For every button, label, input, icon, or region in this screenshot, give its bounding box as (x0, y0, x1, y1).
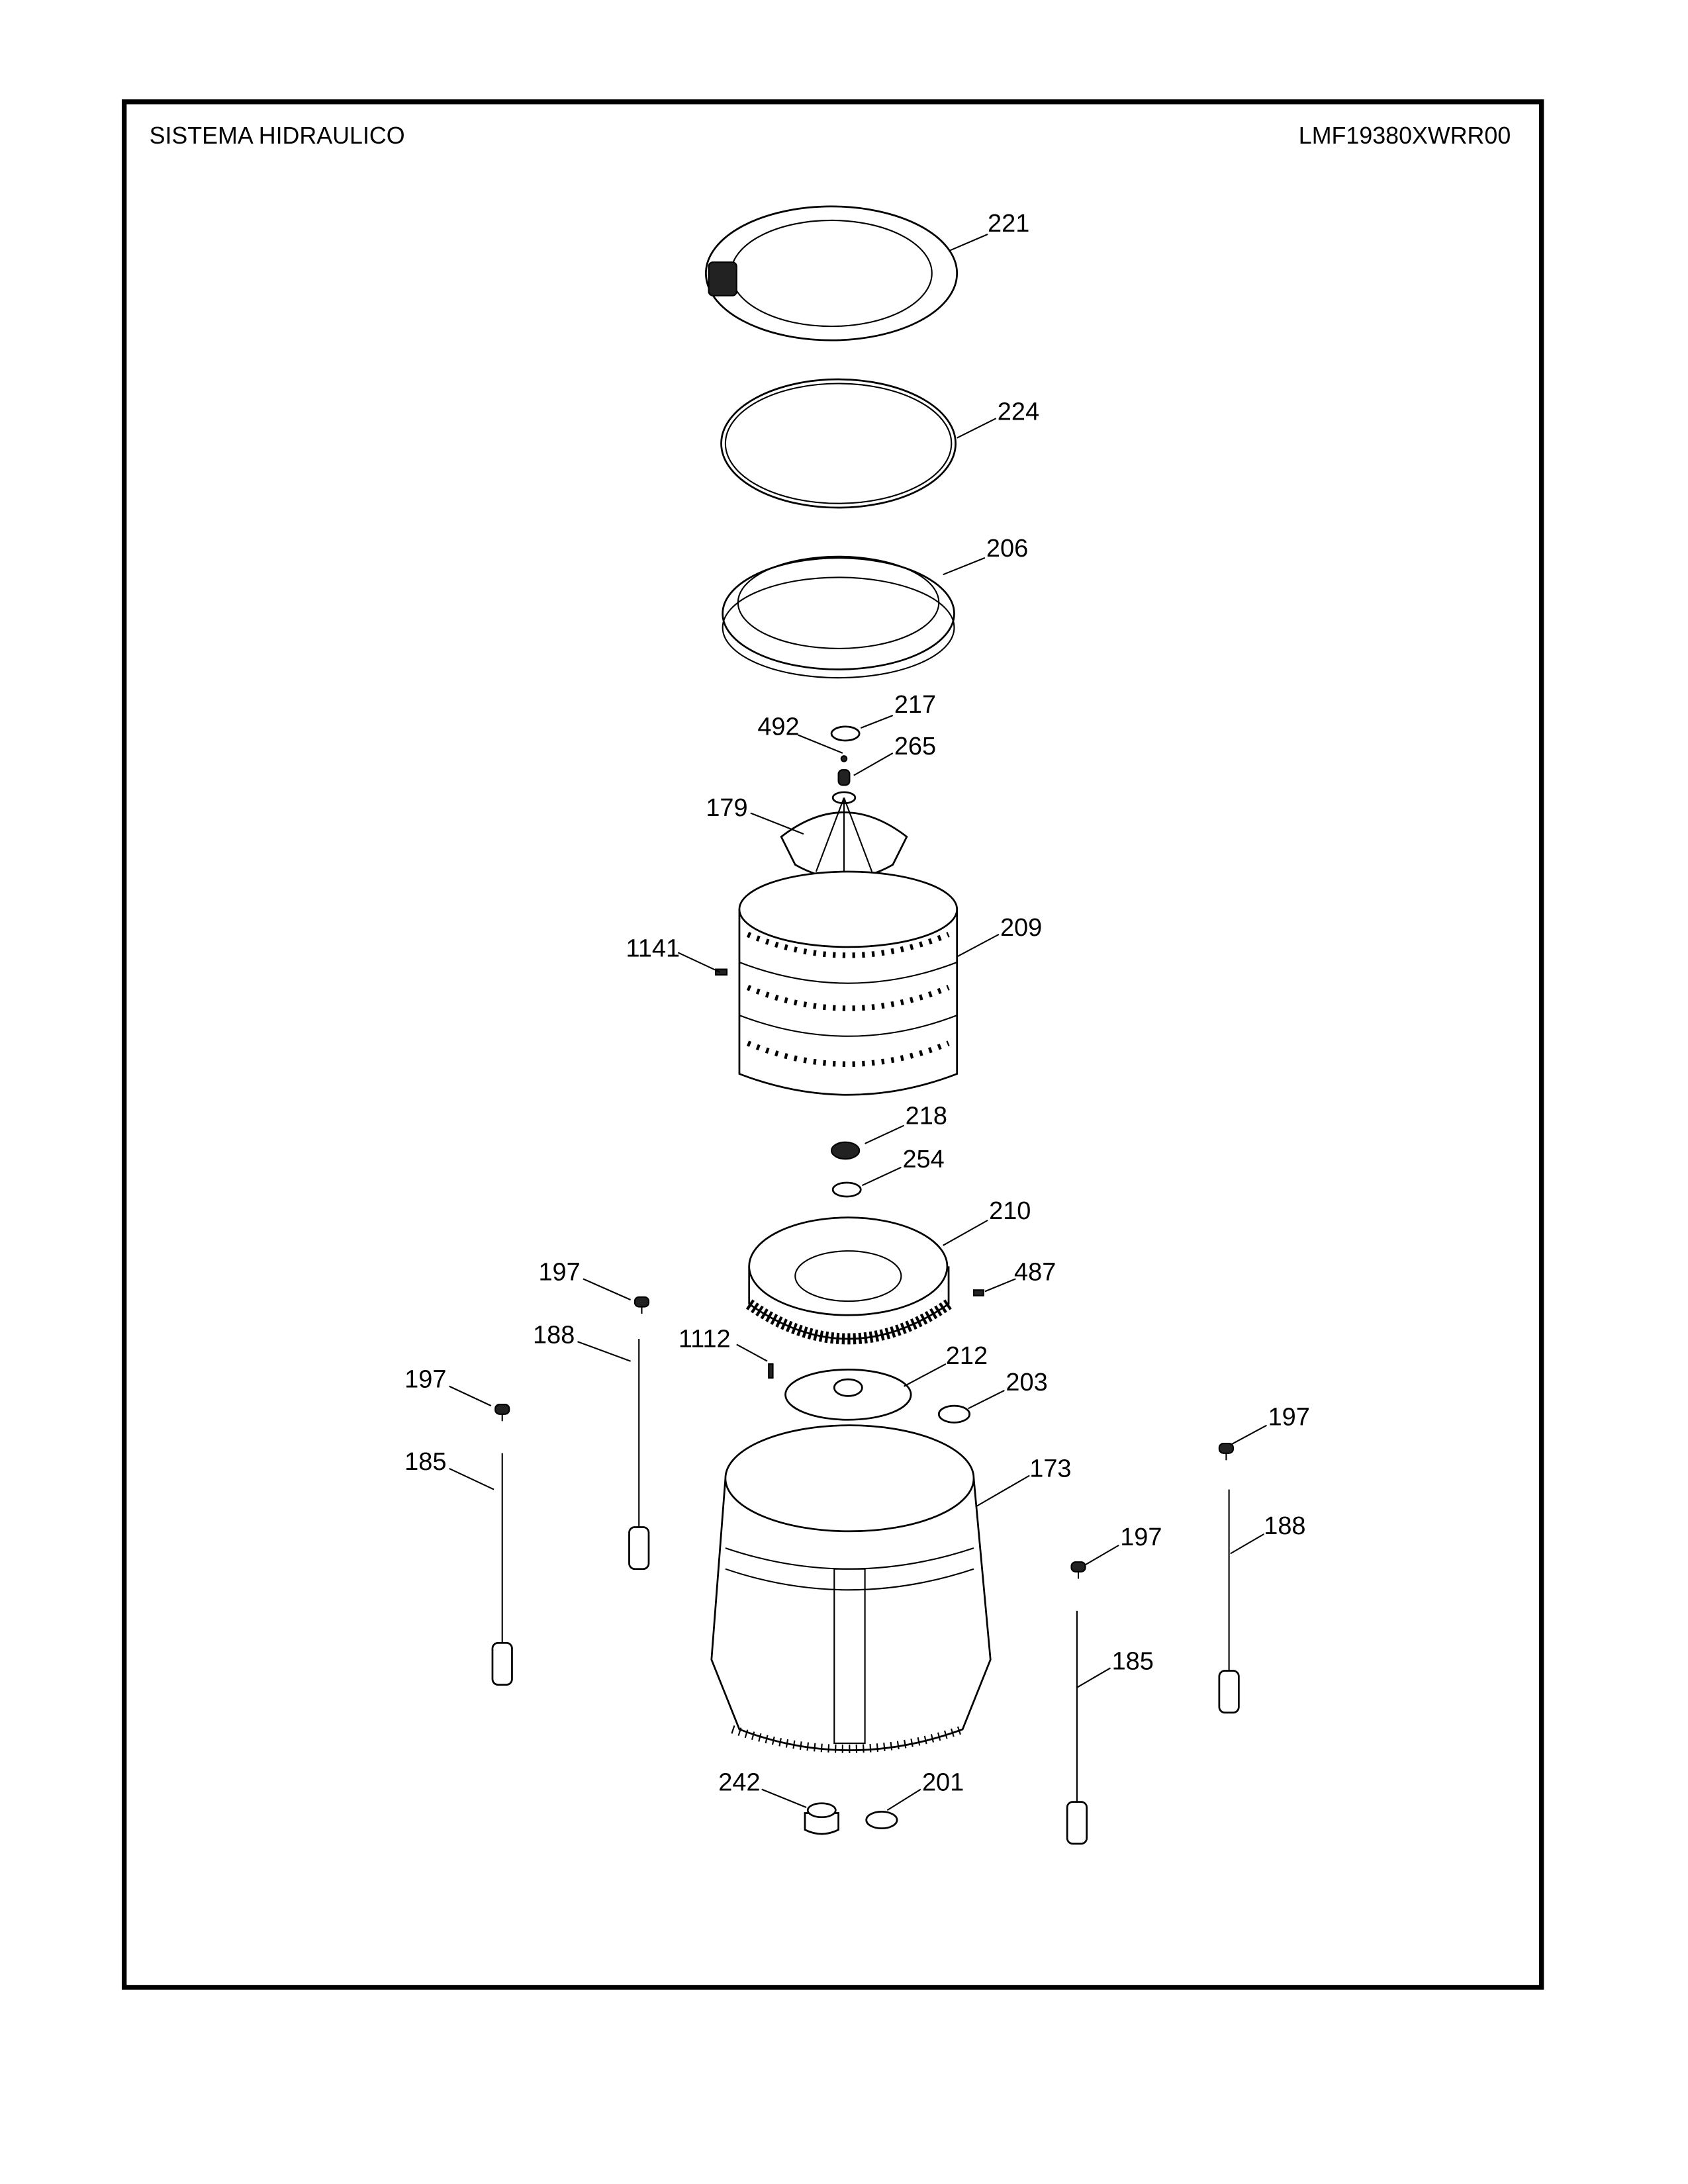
callout-1141: 1141 (626, 935, 720, 973)
callout-206: 206 (943, 535, 1028, 576)
svg-text:265: 265 (894, 733, 936, 760)
part-265-nut (837, 769, 851, 786)
svg-text:212: 212 (946, 1342, 988, 1370)
callout-221: 221 (948, 210, 1029, 252)
part-254-washer (831, 1181, 862, 1198)
svg-text:487: 487 (1014, 1258, 1056, 1286)
callout-210: 210 (943, 1197, 1031, 1246)
callout-254: 254 (861, 1146, 945, 1187)
svg-text:201: 201 (922, 1769, 964, 1797)
svg-text:197: 197 (404, 1366, 446, 1394)
callout-197: 197 (404, 1366, 492, 1407)
callout-203: 203 (968, 1369, 1048, 1410)
svg-text:197: 197 (1120, 1524, 1162, 1551)
part-197-suspension-cap (1070, 1561, 1086, 1579)
part-185-suspension-rod (1066, 1610, 1088, 1845)
svg-text:242: 242 (718, 1769, 760, 1797)
svg-text:218: 218 (906, 1102, 947, 1130)
callout-209: 209 (957, 914, 1042, 958)
part-188-suspension-rod (628, 1338, 650, 1570)
svg-text:185: 185 (1112, 1647, 1154, 1675)
svg-text:203: 203 (1006, 1369, 1047, 1396)
callout-201: 201 (886, 1769, 964, 1811)
callout-197: 197 (1085, 1524, 1162, 1566)
part-197-suspension-cap (494, 1403, 510, 1422)
callout-492: 492 (757, 713, 843, 754)
svg-text:197: 197 (538, 1258, 580, 1286)
svg-text:206: 206 (986, 535, 1028, 563)
callout-212: 212 (904, 1342, 988, 1387)
part-173-outer-tub (710, 1424, 992, 1753)
callout-1112: 1112 (679, 1326, 768, 1362)
svg-text:173: 173 (1029, 1455, 1071, 1483)
part-487-screw (972, 1289, 984, 1297)
part-218-hub-nut (830, 1141, 861, 1160)
callout-217: 217 (860, 691, 936, 729)
part-221-tub-cover (705, 205, 959, 341)
svg-text:185: 185 (404, 1448, 446, 1476)
part-492-screw (840, 755, 848, 762)
diagram-title: SISTEMA HIDRAULICO (150, 122, 405, 149)
part-242-drain-boot (804, 1802, 839, 1835)
part-203-seal (937, 1404, 971, 1424)
svg-text:188: 188 (1264, 1512, 1305, 1540)
callout-224: 224 (957, 398, 1039, 439)
part-209-wash-basket (738, 870, 959, 1096)
callout-265: 265 (853, 733, 936, 776)
part-206-balance-ring (722, 555, 955, 679)
callout-188: 188 (533, 1321, 631, 1362)
part-217-cap (830, 725, 861, 742)
callout-188: 188 (1230, 1512, 1306, 1555)
diagram-frame (121, 99, 1544, 1990)
callout-185: 185 (404, 1448, 494, 1490)
callout-185: 185 (1076, 1647, 1154, 1688)
part-188-suspension-rod (1218, 1489, 1240, 1714)
svg-text:254: 254 (902, 1146, 944, 1173)
part-197-suspension-cap (1218, 1442, 1234, 1461)
svg-text:217: 217 (894, 691, 936, 719)
callout-197: 197 (538, 1258, 632, 1300)
svg-text:197: 197 (1268, 1404, 1310, 1432)
callout-179: 179 (706, 794, 804, 835)
svg-text:221: 221 (988, 210, 1029, 238)
svg-text:1112: 1112 (679, 1326, 731, 1353)
svg-text:210: 210 (989, 1197, 1031, 1225)
part-212-hub (784, 1368, 912, 1421)
part-224-gasket (720, 378, 957, 509)
part-197-suspension-cap (633, 1296, 650, 1314)
svg-text:209: 209 (1000, 914, 1042, 942)
part-185-suspension-rod (491, 1453, 513, 1686)
part-210-basket-base (745, 1216, 952, 1345)
svg-text:492: 492 (757, 713, 799, 741)
part-179-impeller (780, 791, 908, 880)
part-201-seal (865, 1810, 898, 1830)
part-1112-screw (768, 1363, 774, 1379)
model-number: LMF19380XWRR00 (1299, 122, 1511, 149)
callout-218: 218 (865, 1102, 947, 1144)
callout-173: 173 (976, 1455, 1072, 1507)
svg-text:188: 188 (533, 1321, 575, 1349)
callout-487: 487 (984, 1258, 1056, 1293)
callout-242: 242 (718, 1769, 807, 1809)
callout-197: 197 (1230, 1404, 1310, 1446)
svg-text:224: 224 (998, 398, 1039, 426)
part-1141-screw (715, 968, 728, 976)
svg-text:179: 179 (706, 794, 747, 822)
svg-text:1141: 1141 (626, 935, 680, 963)
